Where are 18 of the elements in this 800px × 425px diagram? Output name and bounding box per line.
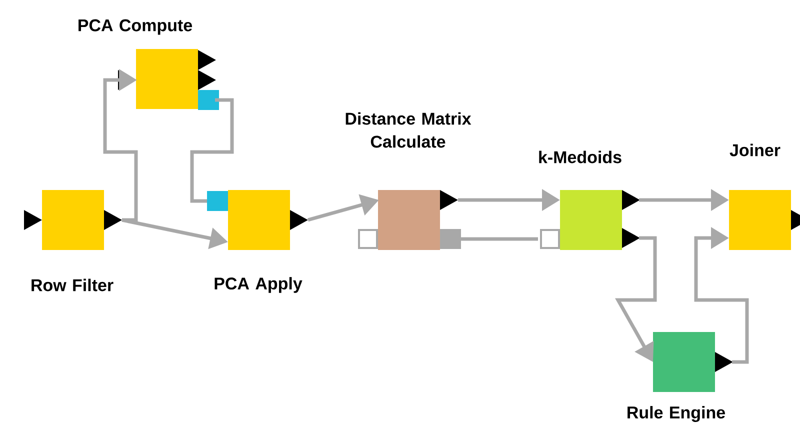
workflow-node: Joiner bbox=[729, 144, 800, 250]
node-label: PCA Apply bbox=[214, 277, 302, 293]
connector bbox=[103, 69, 138, 222]
workflow-node: Distance Matrix Calculate bbox=[346, 112, 472, 250]
connector bbox=[461, 237, 538, 241]
node-label: Distance Matrix Calculate bbox=[346, 112, 472, 148]
node-label: Rule Engine bbox=[628, 406, 726, 422]
connector bbox=[694, 227, 749, 364]
node-label: k-Medoids bbox=[539, 150, 622, 164]
workflow-node: PCA Compute bbox=[78, 19, 219, 110]
node-label: PCA Compute bbox=[78, 19, 192, 35]
node-label: Row Filter bbox=[32, 278, 114, 292]
connector bbox=[190, 98, 234, 203]
node-label: Joiner bbox=[730, 144, 780, 156]
workflow-node: k-Medoids bbox=[539, 150, 640, 250]
workflow-node: Row Filter bbox=[24, 190, 122, 292]
workflow-node: Rule Engine bbox=[628, 332, 733, 422]
workflow-node: PCA Apply bbox=[207, 190, 308, 293]
